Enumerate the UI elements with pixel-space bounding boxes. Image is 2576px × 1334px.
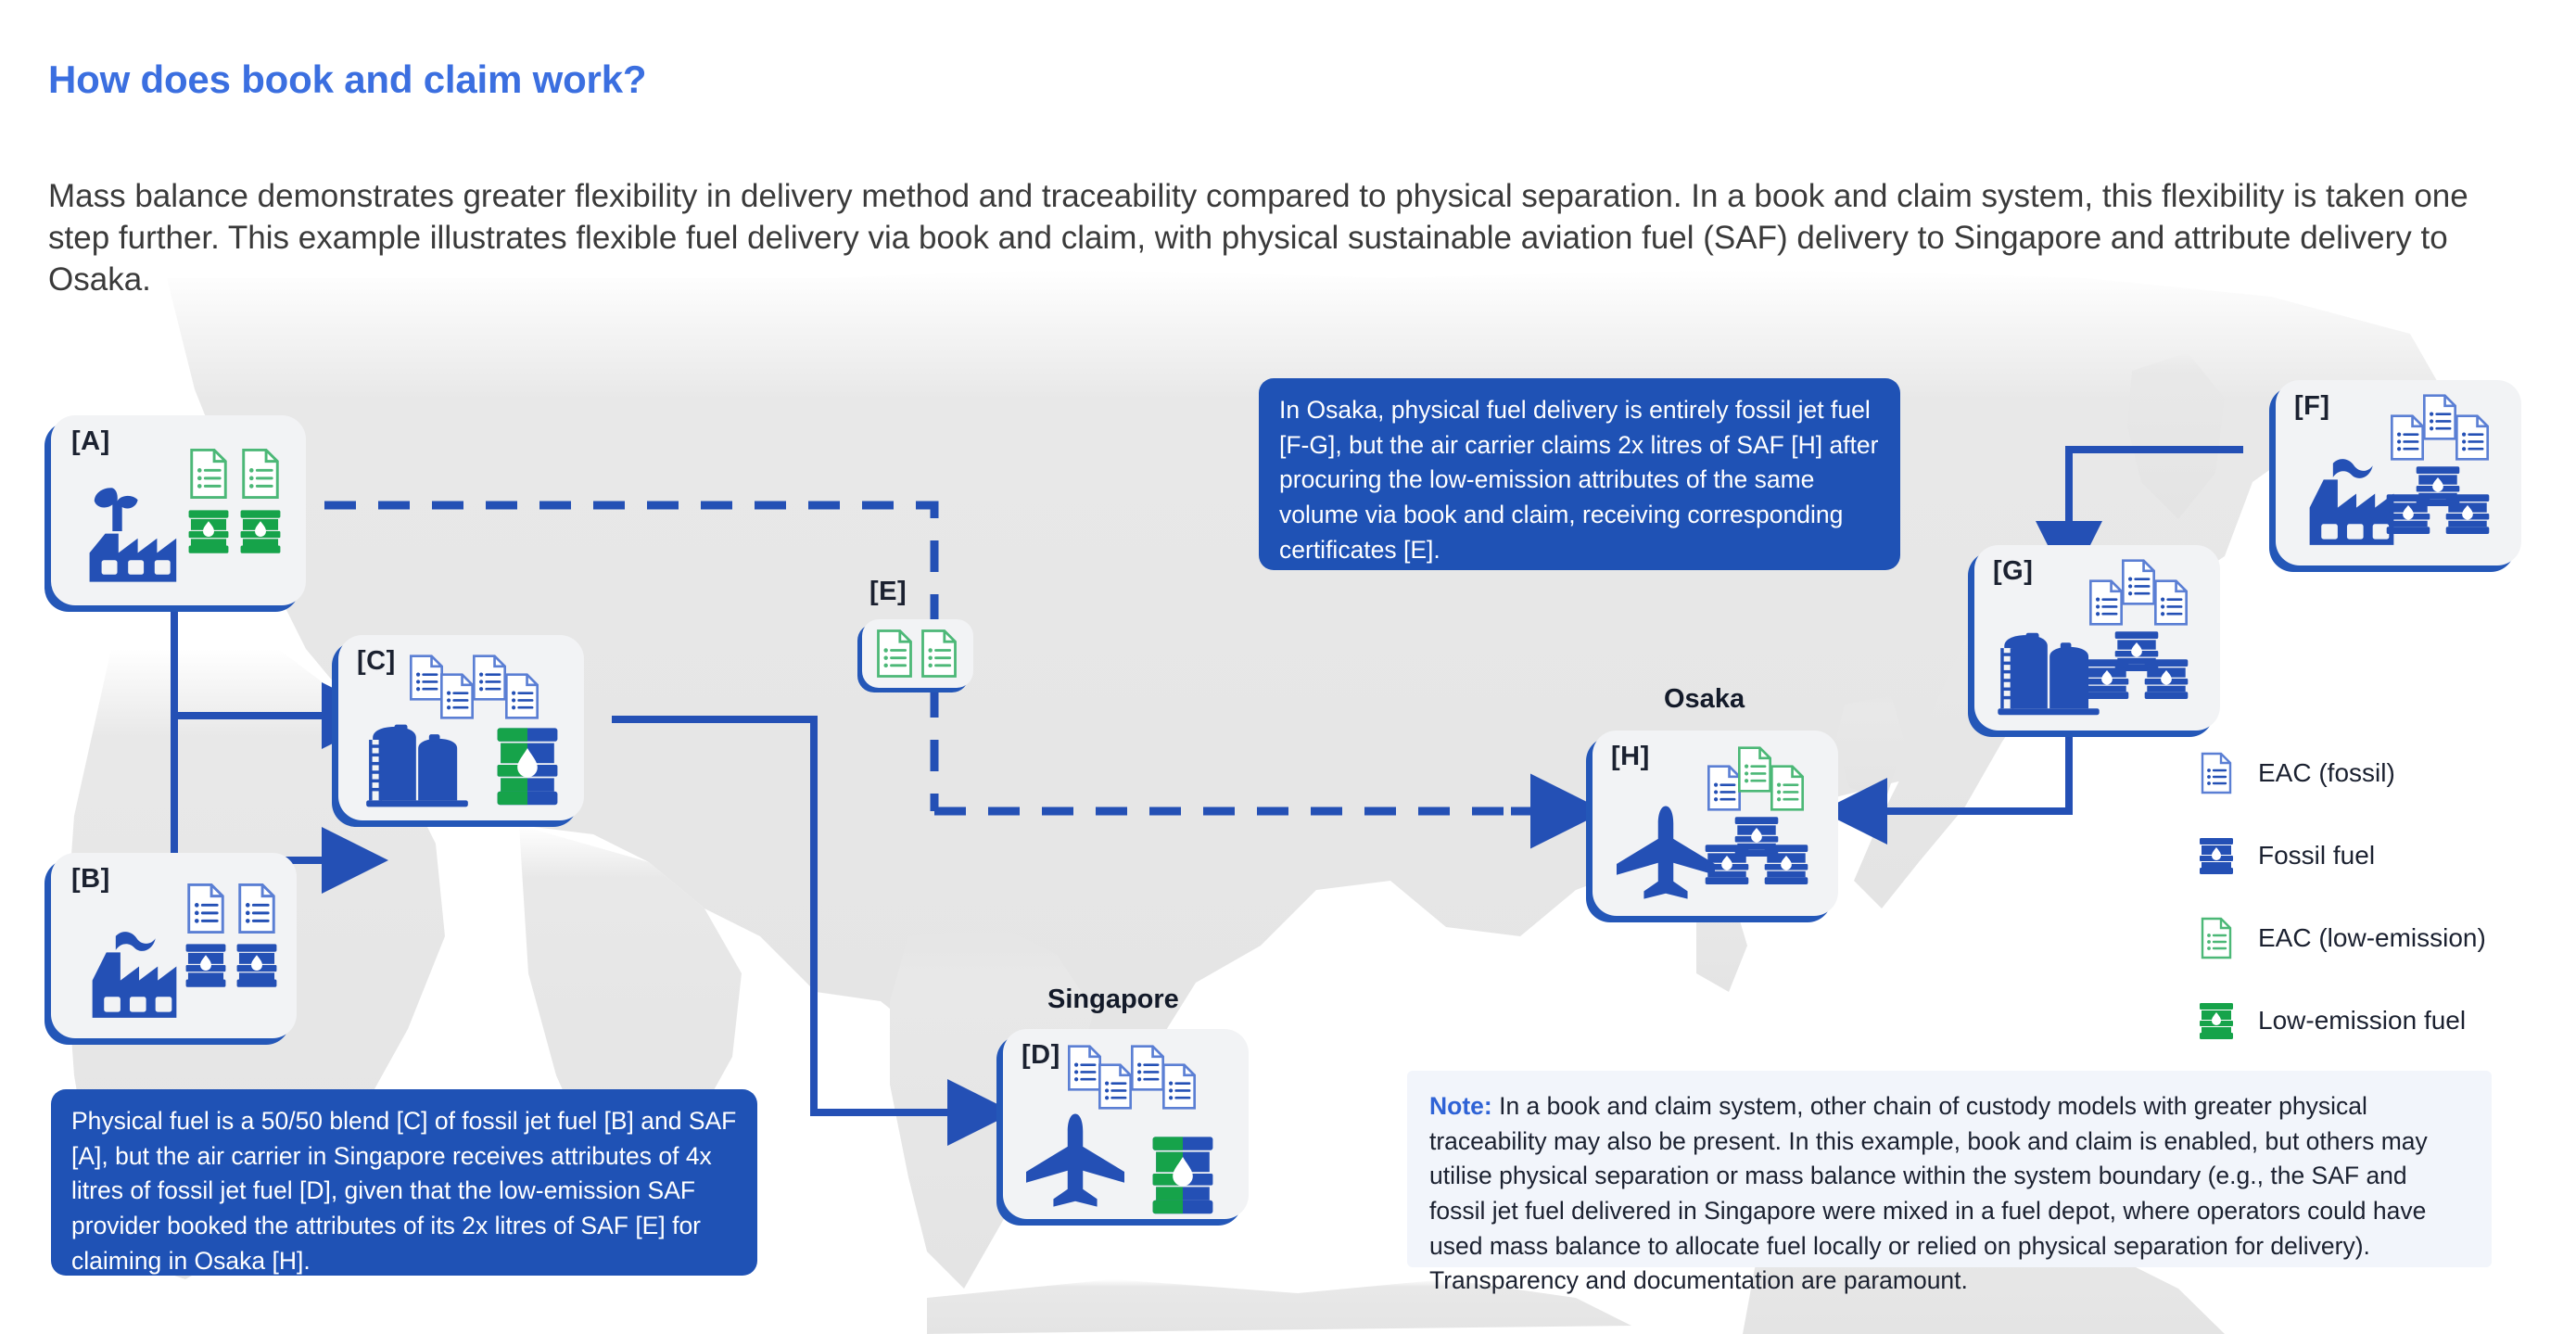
eac-low-emission-icon	[877, 629, 912, 678]
eac-fossil-icon	[1162, 1063, 1196, 1110]
note-box: Note: In a book and claim system, other …	[1407, 1071, 2492, 1294]
legend-item-eac-low-emission: EAC (low-emission)	[2195, 917, 2486, 959]
legend-label: Fossil fuel	[2258, 841, 2376, 870]
fossil-fuel-barrel-icon	[236, 944, 277, 987]
fossil-fuel-barrel-icon	[2445, 494, 2490, 534]
airplane-icon	[1617, 806, 1715, 899]
eac-fossil-icon	[505, 673, 539, 719]
eac-low-emission-icon	[190, 448, 227, 500]
refinery-icon	[92, 932, 177, 1018]
intro-paragraph: Mass balance demonstrates greater flexib…	[48, 178, 2468, 298]
fossil-fuel-barrel-icon	[185, 944, 226, 987]
airplane-icon	[1026, 1113, 1124, 1207]
node-d-singapore-aircraft[interactable]: [D]	[1003, 1029, 1249, 1219]
eac-fossil-icon	[473, 654, 506, 701]
node-c-fuel-depot[interactable]: [C]	[338, 635, 584, 820]
eac-fossil-icon	[238, 883, 275, 934]
blended-fuel-barrel-icon	[497, 728, 558, 806]
eac-low-emission-icon	[2195, 917, 2238, 959]
page-title: How does book and claim work?	[48, 57, 647, 101]
eac-fossil-icon	[1098, 1063, 1132, 1110]
eac-fossil-icon	[1707, 765, 1741, 811]
biorefinery-icon	[89, 488, 177, 582]
legend: EAC (fossil) Fossil fuel EAC (low-emissi…	[2195, 752, 2486, 1083]
fossil-fuel-barrel-icon	[2085, 659, 2129, 699]
storage-tank-icon	[366, 724, 468, 807]
refinery-icon	[2309, 459, 2394, 545]
legend-label: EAC (fossil)	[2258, 758, 2395, 787]
eac-fossil-icon	[2122, 559, 2155, 605]
eac-fossil-icon	[2391, 414, 2424, 461]
fossil-fuel-barrel-icon	[1764, 845, 1808, 884]
node-g-fuel-depot[interactable]: [G]	[1974, 545, 2220, 731]
node-f-label: [F]	[2294, 391, 2330, 421]
eac-fossil-icon	[2089, 579, 2123, 626]
legend-item-low-emission-fuel: Low-emission fuel	[2195, 1000, 2486, 1041]
callout-singapore: Physical fuel is a 50/50 blend [C] of fo…	[51, 1089, 757, 1276]
legend-label: Low-emission fuel	[2258, 1006, 2467, 1035]
node-a-biorefinery[interactable]: [A]	[51, 415, 306, 605]
callout-osaka: In Osaka, physical fuel delivery is enti…	[1259, 378, 1900, 570]
eac-low-emission-icon	[1738, 746, 1771, 793]
node-a-label: [A]	[71, 426, 110, 456]
eac-fossil-icon	[410, 654, 443, 701]
legend-item-eac-fossil: EAC (fossil)	[2195, 752, 2486, 794]
storage-tank-icon	[1998, 632, 2100, 716]
eac-fossil-icon	[2455, 414, 2489, 461]
fossil-fuel-barrel-icon	[1734, 817, 1779, 857]
eac-low-emission-icon	[1770, 765, 1804, 811]
node-e-label: [E]	[869, 577, 907, 606]
node-c-label: [C]	[357, 646, 396, 676]
place-label-osaka: Osaka	[1664, 684, 1745, 714]
eac-low-emission-icon	[921, 629, 957, 678]
node-h-osaka-aircraft[interactable]: [H]	[1593, 731, 1838, 916]
blended-fuel-barrel-icon	[1152, 1137, 1213, 1214]
low-emission-barrel-icon	[2195, 999, 2238, 1042]
fossil-fuel-barrel-icon	[2386, 494, 2430, 534]
low-emission-barrel-icon	[188, 510, 229, 553]
eac-fossil-icon	[2423, 394, 2456, 440]
node-d-label: [D]	[1022, 1040, 1060, 1070]
low-emission-barrel-icon	[240, 510, 281, 553]
node-g-label: [G]	[1993, 556, 2034, 586]
node-f-refinery[interactable]: [F]	[2276, 380, 2521, 565]
node-b-label: [B]	[71, 864, 110, 894]
legend-item-fossil-fuel: Fossil fuel	[2195, 835, 2486, 876]
node-h-label: [H]	[1611, 742, 1650, 771]
eac-low-emission-icon	[242, 448, 279, 500]
fossil-fuel-barrel-icon	[2144, 659, 2189, 699]
node-b-refinery[interactable]: [B]	[51, 853, 297, 1038]
note-body: In a book and claim system, other chain …	[1429, 1092, 2428, 1295]
place-label-singapore: Singapore	[1047, 985, 1179, 1014]
fossil-fuel-barrel-icon	[1705, 845, 1749, 884]
fossil-fuel-barrel-icon	[2195, 834, 2238, 877]
note-lead-label: Note:	[1429, 1092, 1492, 1120]
node-e-certificates[interactable]	[862, 619, 973, 688]
eac-fossil-icon	[2195, 752, 2238, 794]
eac-fossil-icon	[187, 883, 224, 934]
eac-fossil-icon	[2154, 579, 2188, 626]
eac-fossil-icon	[440, 673, 474, 719]
legend-label: EAC (low-emission)	[2258, 923, 2486, 952]
